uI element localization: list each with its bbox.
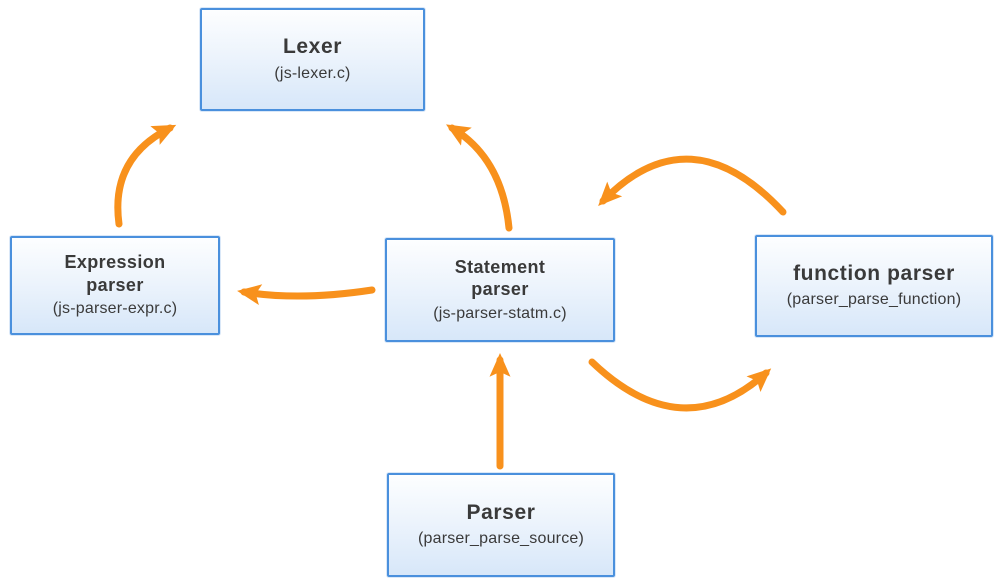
arrow-expression-to-lexer <box>114 124 177 228</box>
arrow-function-to-statement <box>598 155 787 216</box>
node-title: Expression parser <box>64 252 166 295</box>
node-title: Parser <box>466 500 536 524</box>
node-subtitle: (parser_parse_source) <box>417 530 585 548</box>
node-parser: Parser (parser_parse_source) <box>387 473 615 577</box>
node-subtitle: (parser_parse_function) <box>786 291 962 309</box>
node-subtitle: (js-lexer.c) <box>274 64 351 82</box>
node-expression-parser: Expression parser (js-parser-expr.c) <box>10 236 220 335</box>
node-title: Statement parser <box>454 256 546 300</box>
arrow-statement-to-expression <box>237 284 376 306</box>
node-subtitle: (js-parser-statm.c) <box>433 304 567 322</box>
node-subtitle: (js-parser-expr.c) <box>52 300 178 318</box>
node-title: Lexer <box>282 35 343 59</box>
node-title: function parser <box>793 261 955 285</box>
node-lexer: Lexer (js-lexer.c) <box>200 8 425 111</box>
node-function-parser: function parser (parser_parse_function) <box>755 235 993 337</box>
node-statement-parser: Statement parser (js-parser-statm.c) <box>385 238 615 342</box>
arrow-statement-to-lexer <box>445 124 513 232</box>
arrow-statement-to-function <box>588 358 772 412</box>
